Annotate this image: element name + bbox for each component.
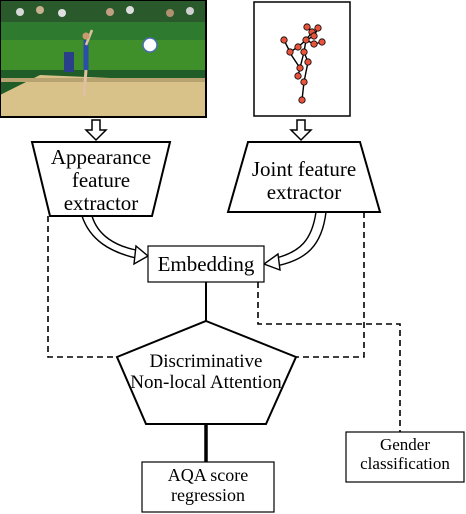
joint-extractor-shape [226,141,382,213]
attention-label: Discriminative Non-local Attention [130,351,282,393]
aqa-box [141,461,275,513]
curved-arrow-right [262,211,327,272]
joint-markers [280,23,326,104]
aqa-label: AQA score regression [167,465,249,505]
curved-arrow-left [81,215,150,266]
embedding-label: Embedding [157,252,255,276]
video-frame-image [0,0,206,117]
joint-extractor-label: Joint feature extractor [251,157,357,205]
attention-pentagon [115,319,298,425]
hollow-down-arrow-right [289,119,313,142]
gender-label: Gender classification [360,435,450,473]
embedding-box [147,245,265,283]
gender-box [345,431,465,483]
gymnast-figure [82,29,94,97]
appearance-extractor-label: Appearance feature extractor [50,145,152,216]
appearance-extractor-shape [30,141,172,217]
hollow-down-arrow-left [84,119,108,142]
dashed-connectors [47,212,401,432]
